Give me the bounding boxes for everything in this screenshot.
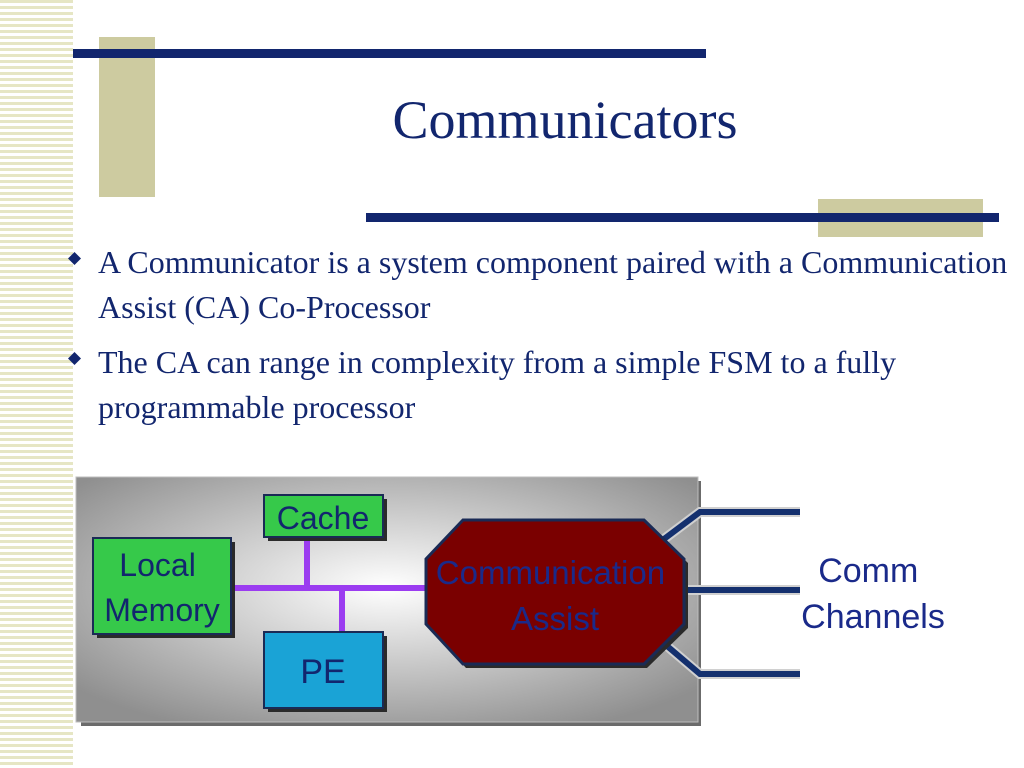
title-deco-line-bottom <box>366 213 999 222</box>
comm-channels-label: Comm Channels <box>801 552 945 636</box>
bullet-text: A Communicator is a system component pai… <box>98 244 1008 325</box>
comm-channel-line-bottom <box>658 637 800 677</box>
bullet-item: The CA can range in complexity from a si… <box>66 340 1016 430</box>
cache-box <box>263 494 384 538</box>
striped-side-border <box>0 0 73 768</box>
comm-channel-line-top <box>658 509 800 545</box>
communication-assist-label: Communication Assist <box>436 554 674 637</box>
title-deco-line-top <box>73 49 706 58</box>
title-deco-tan-block-left <box>99 37 155 197</box>
cache-label: Cache <box>277 500 370 536</box>
communication-assist-octagon <box>424 518 686 666</box>
bullet-list: A Communicator is a system component pai… <box>66 240 1016 440</box>
pe-box <box>263 631 384 709</box>
diamond-bullet-icon <box>68 352 81 365</box>
bullet-item: A Communicator is a system component pai… <box>66 240 1016 330</box>
comm-channels-label-line: Channels <box>801 598 945 636</box>
communication-assist-label-line: Assist <box>511 600 599 637</box>
local-memory-box <box>92 537 232 635</box>
pe-label: PE <box>300 653 345 691</box>
bullet-text: The CA can range in complexity from a si… <box>98 344 897 425</box>
local-memory-label: Local Memory <box>104 547 220 628</box>
local-memory-label-line: Local <box>119 547 196 583</box>
local-memory-label-line: Memory <box>104 592 220 628</box>
comm-channels-label-line: Comm <box>818 552 918 590</box>
communication-assist-label-line: Communication <box>436 554 665 591</box>
diamond-bullet-icon <box>68 252 81 265</box>
slide-title: Communicators <box>392 90 738 150</box>
